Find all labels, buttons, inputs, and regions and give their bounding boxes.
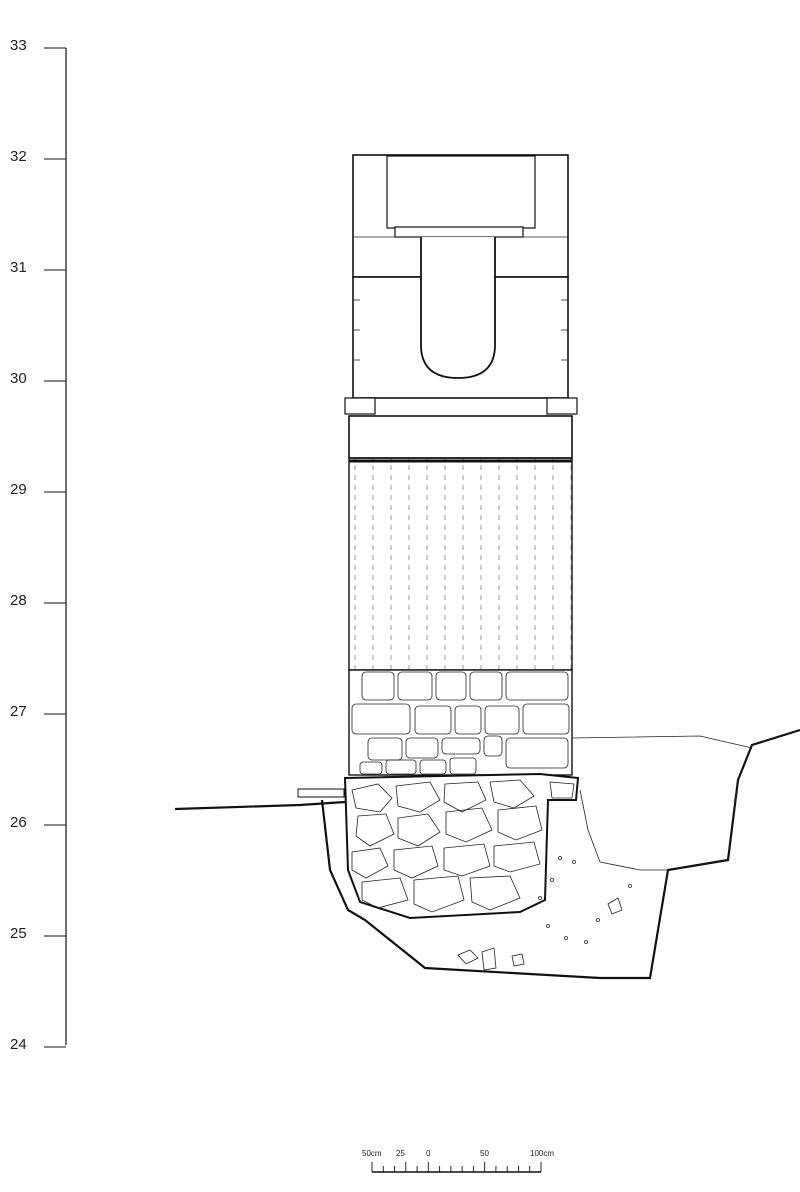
lintel-slab xyxy=(394,226,524,238)
ledge-left xyxy=(344,397,376,415)
elevation-label-32: 32 xyxy=(10,148,27,165)
brick-masonry-joints xyxy=(349,458,572,670)
ashlar-stones xyxy=(351,671,570,775)
elevation-label-24: 24 xyxy=(10,1036,27,1053)
trench-outline xyxy=(320,728,800,980)
scale-bar-ticks xyxy=(371,1162,542,1172)
paving-slab xyxy=(297,788,345,798)
upper-fill-line xyxy=(571,735,753,749)
rubble-stones xyxy=(351,779,575,913)
scale-label-25: 25 xyxy=(396,1149,405,1158)
scale-label-100cm: 100cm xyxy=(530,1149,554,1158)
scattered-finds xyxy=(457,856,632,971)
elevation-label-26: 26 xyxy=(10,814,27,831)
elevation-label-29: 29 xyxy=(10,481,27,498)
elevation-label-33: 33 xyxy=(10,37,27,54)
scale-label-50: 50 xyxy=(480,1149,489,1158)
scale-label-0: 0 xyxy=(426,1149,431,1158)
scale-label-50cm: 50cm xyxy=(362,1149,382,1158)
layer-boundary xyxy=(579,789,668,871)
scale-bar: 50cm 25 0 50 100cm xyxy=(362,1149,554,1173)
rubble-foundation xyxy=(343,772,580,920)
elevation-label-27: 27 xyxy=(10,703,27,720)
ledge-right xyxy=(546,397,578,415)
ground-line-left xyxy=(174,800,346,811)
elevation-label-30: 30 xyxy=(10,370,27,387)
side-notches xyxy=(353,299,568,361)
top-opening xyxy=(386,155,536,229)
elevation-label-25: 25 xyxy=(10,925,27,942)
cornice-band xyxy=(348,415,573,459)
arched-niche xyxy=(420,237,496,379)
elevation-ticks: 33 32 31 30 29 28 27 26 25 24 xyxy=(10,37,66,1053)
tower-structure xyxy=(344,154,578,776)
ground-profile xyxy=(174,728,800,980)
ashlar-base xyxy=(348,669,573,776)
elevation-scale: 33 32 31 30 29 28 27 26 25 24 xyxy=(10,37,67,1053)
elevation-label-28: 28 xyxy=(10,592,27,609)
elevation-label-31: 31 xyxy=(10,259,27,276)
